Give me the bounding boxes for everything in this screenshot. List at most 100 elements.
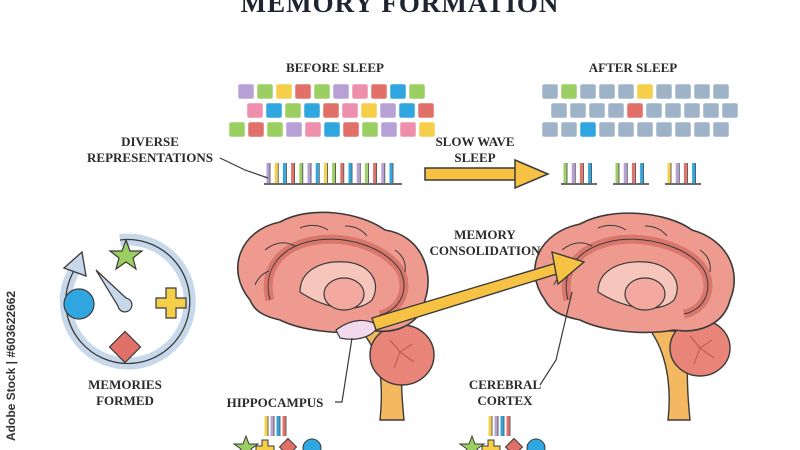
grid-cell: [332, 83, 350, 100]
grid-cell: [588, 102, 606, 119]
grid-cell: [721, 102, 739, 119]
grid-cell: [550, 102, 568, 119]
after-sleep-neuron-bars: [561, 163, 701, 185]
grid-cell: [712, 83, 730, 100]
grid-cell: [389, 83, 407, 100]
grid-cell: [303, 102, 321, 119]
grid-cell: [341, 102, 359, 119]
diamond-shape: [108, 330, 142, 364]
cortex-leader-line: [539, 291, 573, 386]
hippocampus-memory-icons: [232, 416, 322, 450]
grid-cell: [702, 102, 720, 119]
circle-shape: [63, 288, 95, 320]
diverse-representations-label: DIVERSE REPRESENTATIONS: [75, 134, 225, 166]
grid-cell: [380, 121, 398, 138]
diverse-line-2: REPRESENTATIONS: [87, 150, 213, 165]
grid-cell: [636, 83, 654, 100]
memories-formed-line-1: MEMORIES: [88, 377, 162, 392]
grid-cell: [342, 121, 360, 138]
after-sleep-grid: [541, 83, 739, 138]
grid-cell: [323, 121, 341, 138]
grid-cell: [636, 121, 654, 138]
grid-cell: [541, 83, 559, 100]
grid-cell: [579, 83, 597, 100]
grid-cell: [247, 121, 265, 138]
memory-consolidation-arrow: [371, 250, 586, 331]
diverse-line-1: DIVERSE: [121, 134, 179, 149]
grid-cell: [693, 83, 711, 100]
grid-cell: [598, 83, 616, 100]
grid-cell: [598, 121, 616, 138]
slow-wave-sleep-label: SLOW WAVE SLEEP: [420, 134, 530, 166]
after-sleep-label: AFTER SLEEP: [588, 60, 678, 75]
grid-cell: [569, 102, 587, 119]
left-cerebellum: [369, 324, 435, 386]
memories-formed-line-2: FORMED: [96, 393, 154, 408]
grid-cell: [712, 121, 730, 138]
before-sleep-label: BEFORE SLEEP: [286, 60, 384, 75]
grid-cell: [560, 83, 578, 100]
grid-cell: [418, 121, 436, 138]
side-credit-strip: Adobe Stock | #603622662: [0, 290, 22, 450]
diagram-title: MEMORY FORMATION: [240, 0, 560, 18]
grid-cell: [398, 102, 416, 119]
grid-cell: [351, 83, 369, 100]
grid-cell: [322, 102, 340, 119]
memory-consolidation-label: MEMORY CONSOLIDATION: [420, 227, 550, 259]
side-credit-text: Adobe Stock | #603622662: [4, 290, 18, 441]
grid-cell: [579, 121, 597, 138]
grid-cell: [417, 102, 435, 119]
grid-cell: [265, 102, 283, 119]
grid-cell: [617, 121, 635, 138]
grid-cell: [664, 102, 682, 119]
grid-cell: [246, 102, 264, 119]
cerebral-line-2: CORTEX: [477, 393, 533, 408]
slow-wave-line-1: SLOW WAVE: [435, 134, 515, 149]
slow-wave-line-2: SLEEP: [454, 150, 496, 165]
comet-shape: [95, 269, 133, 313]
before-sleep-grid: [228, 83, 436, 138]
grid-cell: [285, 121, 303, 138]
grid-cell: [361, 121, 379, 138]
grid-cell: [674, 83, 692, 100]
memories-formed-cycle: [59, 233, 196, 370]
grid-cell: [360, 102, 378, 119]
before-sleep-neuron-bars: [264, 163, 402, 185]
grid-cell: [399, 121, 417, 138]
grid-cell: [408, 83, 426, 100]
hippocampus-leader-line: [335, 337, 353, 403]
grid-cell: [693, 121, 711, 138]
right-brain: [534, 212, 735, 421]
plus-shape: [155, 287, 187, 319]
grid-cell: [541, 121, 559, 138]
grid-cell: [560, 121, 578, 138]
grid-cell: [683, 102, 701, 119]
grid-cell: [275, 83, 293, 100]
left-brain: [236, 211, 435, 421]
grid-cell: [370, 83, 388, 100]
memory-consolidation-line-2: CONSOLIDATION: [429, 243, 541, 258]
grid-cell: [674, 121, 692, 138]
grid-cell: [313, 83, 331, 100]
grid-cell: [256, 83, 274, 100]
cerebral-line-1: CEREBRAL: [468, 377, 542, 392]
slow-wave-arrow: [424, 158, 550, 190]
grid-cell: [645, 102, 663, 119]
grid-cell: [284, 102, 302, 119]
cerebral-cortex-label: CEREBRAL CORTEX: [455, 377, 555, 409]
grid-cell: [626, 102, 644, 119]
hippocampus-label: HIPPOCAMPUS: [226, 395, 324, 410]
grid-cell: [655, 121, 673, 138]
cortex-memory-icons: [458, 416, 546, 450]
grid-cell: [294, 83, 312, 100]
star-shape: [108, 238, 144, 271]
grid-cell: [304, 121, 322, 138]
memories-formed-label: MEMORIES FORMED: [70, 377, 180, 409]
grid-cell: [617, 83, 635, 100]
grid-cell: [237, 83, 255, 100]
grid-cell: [655, 83, 673, 100]
diverse-leader-line: [219, 157, 269, 179]
grid-cell: [607, 102, 625, 119]
